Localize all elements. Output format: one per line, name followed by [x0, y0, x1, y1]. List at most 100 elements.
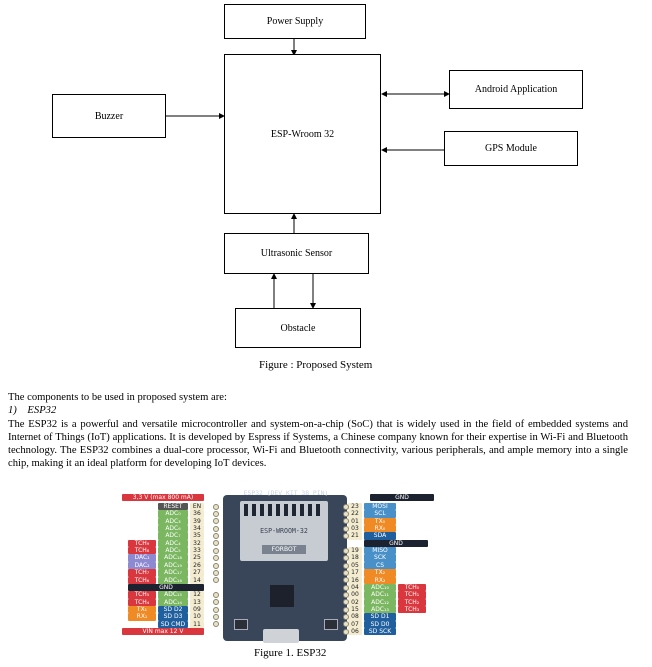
- left-pin-hole: [213, 511, 219, 518]
- right-pin-func: SCL: [364, 510, 396, 518]
- left-pin-hole: [213, 621, 219, 628]
- right-pin-func: SDA: [364, 532, 396, 540]
- right-pin-func: ADC₁₃: [364, 605, 396, 614]
- left-pin-func: ADC₅: [158, 547, 188, 555]
- left-pin-alt: DAC₂: [128, 561, 156, 570]
- left-pin-number: 25: [190, 554, 204, 562]
- right-pin-func: CS: [364, 561, 396, 570]
- left-pin-hole: [213, 562, 219, 569]
- right-pin-hole: [343, 525, 349, 532]
- node-buzzer: Buzzer: [52, 94, 166, 138]
- right-pin-hole: [343, 584, 349, 591]
- left-pin-func: ADC₁₇: [158, 569, 188, 577]
- right-pin-hole: [343, 621, 349, 628]
- left-pin-number: 36: [190, 510, 204, 518]
- left-pin-touch: TCH₅: [128, 591, 156, 599]
- right-pin-number: 00: [348, 591, 362, 599]
- right-pin-hole: [343, 569, 349, 576]
- right-pin-func: ADC₁₀: [364, 583, 396, 592]
- left-pin-hole: [213, 555, 219, 562]
- left-pin-number: 39: [190, 517, 204, 526]
- right-pin-touch: TCH₁: [398, 591, 426, 599]
- right-pin-number: 01: [348, 517, 362, 526]
- left-pin-hole: [213, 577, 219, 584]
- right-pin-number: 19: [348, 547, 362, 555]
- vin-label: VIN max 12 V: [122, 627, 204, 636]
- right-pin-touch: TCH₃: [398, 605, 426, 614]
- right-pin-number: 07: [348, 620, 362, 628]
- right-pin-func: RX₀: [364, 525, 396, 533]
- right-pin-func: SD SCK: [364, 627, 396, 636]
- right-gnd-top: GND: [370, 494, 434, 502]
- right-pin-hole: [343, 599, 349, 606]
- brand-logo: FORBOT: [262, 545, 306, 554]
- left-pin-number: 10: [190, 613, 204, 621]
- left-pin-func: ADC₀: [158, 510, 188, 518]
- left-pin-number: 33: [190, 547, 204, 555]
- right-pin-hole: [343, 577, 349, 584]
- left-pin-number: 27: [190, 569, 204, 577]
- right-pin-hole: [343, 591, 349, 598]
- section-number: 1): [8, 405, 17, 416]
- right-pin-number: 06: [348, 627, 362, 636]
- left-pin-alt: DAC₁: [128, 554, 156, 562]
- left-pin-touch: TCH₈: [128, 547, 156, 555]
- right-pin-func: RX₂: [364, 576, 396, 584]
- right-pin-number: 21: [348, 532, 362, 540]
- brand-label: FORBOT: [271, 546, 297, 553]
- right-pin-hole: [343, 555, 349, 562]
- left-pin-hole: [213, 606, 219, 613]
- left-pin-hole: [213, 599, 219, 606]
- left-pin-func: SD D2: [158, 605, 188, 614]
- left-pin-func: ADC₁₆: [158, 576, 188, 584]
- right-pin-hole: [343, 606, 349, 613]
- left-pin-touch: TCH₇: [128, 569, 156, 577]
- usb-port: [263, 629, 299, 643]
- antenna-trace: [244, 504, 324, 516]
- left-pin-func: ADC₃: [158, 517, 188, 526]
- power-label: 3,3 V (max 800 mA): [122, 494, 204, 502]
- left-pin-number: 26: [190, 561, 204, 570]
- body-paragraph: The ESP32 is a powerful and versatile mi…: [8, 419, 628, 470]
- left-pin-hole: [213, 540, 219, 547]
- system-diagram-connectors: [166, 39, 450, 309]
- left-pin-hole: [213, 591, 219, 598]
- left-pin-number: 14: [190, 576, 204, 584]
- right-pin-number: 18: [348, 554, 362, 562]
- right-pin-number: 15: [348, 605, 362, 614]
- node-power-supply-label: Power Supply: [266, 16, 324, 27]
- left-pin-hole: [213, 503, 219, 510]
- right-pin-hole: [343, 503, 349, 510]
- node-gps-label: GPS Module: [485, 143, 537, 154]
- node-ultrasonic-label: Ultrasonic Sensor: [260, 248, 333, 259]
- figure-caption-proposed-system: Figure : Proposed System: [259, 359, 373, 371]
- left-pin-number: 09: [190, 605, 204, 614]
- left-pin-number: EN: [190, 503, 204, 511]
- rf-module: ESP-WROOM-32 FORBOT: [240, 501, 328, 561]
- right-pin-hole: [343, 628, 349, 635]
- node-esp-label: ESP-Wroom 32: [270, 128, 335, 140]
- left-pin-touch: TX₁: [128, 605, 156, 614]
- left-pin-hole: [213, 518, 219, 525]
- right-pin-func: TX₂: [364, 569, 396, 577]
- right-pin-number: 16: [348, 576, 362, 584]
- right-pin-number: 02: [348, 598, 362, 606]
- left-pin-func: ADC₆: [158, 525, 188, 533]
- figure-caption-esp32: Figure 1. ESP32: [254, 647, 327, 659]
- right-pin-func: SD D0: [364, 620, 396, 628]
- left-pin-touch: TCH₆: [128, 576, 156, 584]
- left-pin-hole: [213, 547, 219, 554]
- right-pin-func: TX₀: [364, 517, 396, 526]
- right-pin-hole: [343, 613, 349, 620]
- left-pin-touch: RX₁: [128, 613, 156, 621]
- right-pin-func: ADC₁₁: [364, 591, 396, 599]
- node-buzzer-label: Buzzer: [94, 110, 124, 122]
- left-pin-hole: [213, 525, 219, 532]
- left-pin-func: ADC₁₄: [158, 598, 188, 606]
- left-gnd-label: GND: [128, 583, 204, 592]
- right-pin-number: 08: [348, 613, 362, 621]
- left-pin-touch: TCH₄: [128, 598, 156, 606]
- node-power-supply: Power Supply: [224, 4, 366, 39]
- right-pin-func: SCK: [364, 554, 396, 562]
- left-pin-number: 12: [190, 591, 204, 599]
